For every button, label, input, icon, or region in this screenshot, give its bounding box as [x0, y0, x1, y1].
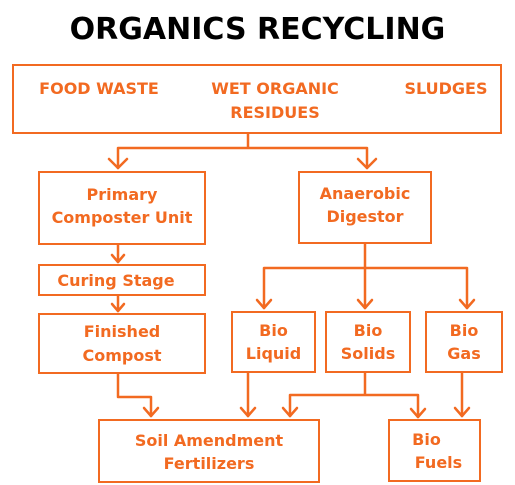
arrowhead-to-bio-liquid — [255, 298, 273, 310]
arrowhead-liquid-to-soil — [239, 406, 257, 418]
anaerobic-digestor-label-line1: Anaerobic — [319, 184, 411, 203]
primary-composter-box — [38, 171, 206, 245]
bio-liquid-box — [231, 311, 316, 373]
connector-anaerobic-products — [262, 241, 469, 310]
connector-sources-split — [116, 131, 369, 170]
bio-fuels-label-line1: Bio — [412, 430, 441, 449]
primary-composter-label-line2: Composter Unit — [51, 208, 193, 227]
bio-liquid-label-line1: Bio — [259, 321, 288, 340]
arrowhead-to-curing — [110, 253, 126, 264]
source-wet-organic-residues-line2: RESIDUES — [230, 103, 320, 122]
connector-solids-split — [288, 370, 420, 419]
bio-solids-label-line1: Bio — [353, 321, 383, 340]
curing-stage-label: Curing Stage — [57, 271, 175, 290]
source-wet-organic-residues-line1: WET ORGANIC — [211, 79, 339, 98]
primary-composter-label-line1: Primary — [86, 185, 158, 204]
bio-solids-box — [325, 311, 411, 373]
anaerobic-digestor-box — [298, 171, 432, 244]
bio-fuels-label-line2: Fuels — [414, 453, 463, 472]
connector-finished-soil — [116, 371, 153, 418]
bio-liquid-label-line2: Liquid — [245, 344, 302, 363]
finished-compost-label-line1: Finished — [83, 322, 161, 341]
bio-fuels-box — [388, 419, 481, 482]
soil-amendment-label-line1: Soil Amendment — [134, 431, 284, 450]
arrowhead-to-finished — [110, 302, 126, 313]
arrowhead-solids-to-soil — [281, 406, 299, 418]
source-sludges: SLUDGES — [404, 79, 488, 98]
bio-gas-box — [425, 311, 503, 373]
arrowhead-gas-to-fuels — [453, 406, 471, 418]
anaerobic-digestor-label-line2: Digestor — [326, 207, 404, 226]
bio-gas-label-line1: Bio — [449, 321, 479, 340]
soil-amendment-box — [98, 419, 320, 483]
arrowhead-to-primary — [107, 157, 129, 170]
soil-amendment-label-line2: Fertilizers — [163, 454, 255, 473]
bio-solids-label-line2: Solids — [340, 344, 396, 363]
finished-compost-box — [38, 313, 206, 374]
diagram-title: ORGANICS RECYCLING — [69, 12, 446, 47]
bio-gas-label-line2: Gas — [447, 344, 481, 363]
arrowhead-to-bio-solids — [356, 298, 374, 310]
arrowhead-finished-to-soil — [142, 406, 160, 418]
source-food-waste: FOOD WASTE — [39, 79, 159, 98]
arrowhead-to-anaerobic — [356, 157, 378, 170]
arrowhead-solids-to-fuels — [409, 407, 427, 419]
sources-box — [12, 64, 502, 134]
finished-compost-label-line2: Compost — [82, 346, 162, 365]
arrowhead-to-bio-gas — [458, 298, 476, 310]
curing-stage-box — [38, 264, 206, 296]
